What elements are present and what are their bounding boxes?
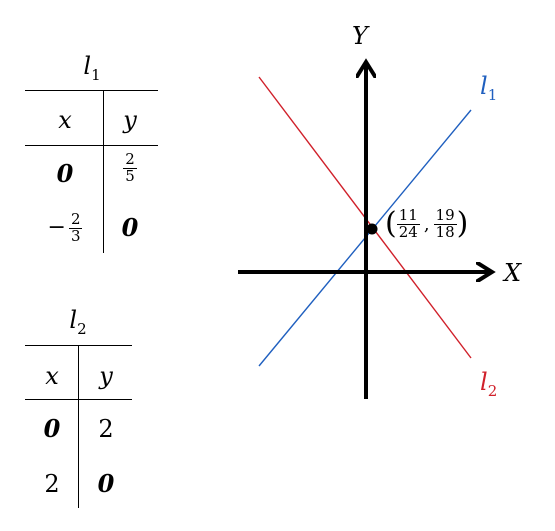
- intersection-label: ( 11 24 , 19 18 ): [385, 206, 469, 242]
- table-l1-header-y: y: [123, 106, 137, 134]
- fraction: 19 18: [433, 206, 457, 241]
- table-l2-r2-x: 2: [44, 470, 60, 498]
- table-l1-r1-x: 0: [56, 159, 74, 188]
- intersection-point: [366, 223, 378, 235]
- table-l1-r1-y: 2 5: [110, 150, 150, 185]
- table-l2-header-y: y: [99, 362, 113, 390]
- fraction: 2 5: [123, 150, 137, 185]
- table-l2-title: l2: [69, 306, 87, 338]
- table-l2-divider: [78, 345, 80, 508]
- table-l2-header-x: x: [45, 362, 59, 390]
- line-l2-label: l2: [480, 368, 498, 400]
- table-l1-top-rule: [25, 90, 158, 92]
- x-axis-label: X: [504, 259, 522, 287]
- table-l1-divider: [103, 90, 105, 253]
- table-l1-header-rule: [25, 145, 158, 147]
- table-l1-r2-x: − 2 3: [47, 210, 83, 245]
- table-l2-r1-y: 2: [98, 415, 114, 443]
- table-l2-r2-y: 0: [97, 469, 115, 498]
- table-l2-r1-x: 0: [43, 414, 61, 443]
- line-l1-label: l1: [480, 72, 498, 104]
- table-l1-header-x: x: [58, 106, 72, 134]
- fraction: 11 24: [396, 206, 420, 241]
- fraction: 2 3: [68, 210, 83, 245]
- table-l1-r2-y: 0: [121, 213, 139, 242]
- y-axis-label: Y: [352, 22, 368, 50]
- table-l1-title: l1: [83, 52, 101, 84]
